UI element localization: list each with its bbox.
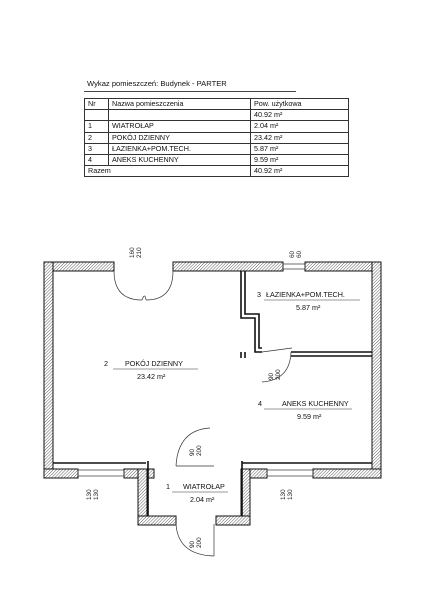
room-nr-cell: 1 [84,120,109,133]
summary-area-cell: 40.92 m² [250,165,349,178]
room-list-title: Wykaz pomieszczeń: Budynek - PARTER [87,79,227,88]
room-area: 2.04 m² [190,495,215,504]
room-name: WIATROŁAP [183,482,225,491]
room-number: 1 [166,482,170,491]
room-label-living: 2 POKÓJ DZIENNY 23.42 m² [104,359,198,381]
room-label-bathroom: 3 ŁAZIENKA+POM.TECH. 5.87 m² [257,290,360,312]
dim-window-top-2: 60 [296,250,303,258]
dim-window-top-1: 60 [289,250,296,258]
room-name: ANEKS KUCHENNY [282,399,349,408]
dim-door-vest-outer-2: 200 [196,537,203,548]
table-row: 4 ANEKS KUCHENNY 9.59 m² [84,153,349,167]
summary-row: Razem 40.92 m² [84,165,349,178]
room-area-cell: 5.87 m² [250,142,349,155]
door-vestibule-outer [175,523,215,557]
dim-window-right-2: 130 [287,489,294,500]
room-number: 4 [258,399,262,408]
door-bathroom [261,347,293,383]
table-header-row: Nr Nazwa pomieszczenia Pow. użytkowa [84,97,349,111]
dim-door-vest-outer-1: 90 [189,540,196,548]
dim-window-left-1: 130 [86,489,93,500]
dim-door-main-2: 210 [136,247,143,258]
exterior-walls [43,261,382,526]
dimension-labels: 160 210 60 60 90 200 90 200 90 200 130 1… [86,247,303,548]
table-row: 2 POKÓJ DZIENNY 23.42 m² [84,131,349,144]
room-label-kitchen: 4 ANEKS KUCHENNY 9.59 m² [258,399,352,421]
dim-window-right-1: 130 [280,489,287,500]
interior-walls [53,271,372,516]
room-area-cell: 23.42 m² [250,131,349,144]
table-row: 3 ŁAZIENKA+POM.TECH. 5.87 m² [84,142,349,155]
dim-window-left-2: 130 [93,489,100,500]
room-area: 9.59 m² [297,412,322,421]
summary-label-cell: Razem [84,165,251,178]
dim-door-vest-inner-2: 200 [196,445,203,456]
room-name: POKÓJ DZIENNY [125,359,183,368]
room-nr-cell: 3 [84,142,109,155]
dim-door-vest-inner-1: 90 [189,448,196,456]
room-area-cell: 2.04 m² [250,120,349,133]
dim-door-bath-1: 90 [268,372,275,380]
room-name-cell: ŁAZIENKA+POM.TECH. [108,142,251,155]
room-number: 2 [104,359,108,368]
room-name-cell: POKÓJ DZIENNY [108,131,251,144]
room-name-cell: WIATROŁAP [108,120,251,133]
room-label-vestibule: 1 WIATROŁAP 2.04 m² [166,482,228,504]
dim-door-bath-2: 200 [275,369,282,380]
room-number: 3 [257,290,261,299]
room-area: 23.42 m² [137,372,166,381]
door-main-entry [113,270,174,301]
room-area-cell: 9.59 m² [250,153,349,167]
door-vestibule-inner [175,427,214,467]
room-area: 5.87 m² [296,303,321,312]
window-openings [77,263,314,477]
dim-door-main-1: 160 [129,247,136,258]
room-name: ŁAZIENKA+POM.TECH. [266,290,345,299]
room-list-table: Nr Nazwa pomieszczenia Pow. użytkowa 40.… [84,97,349,178]
table-row: 1 WIATROŁAP 2.04 m² [84,120,349,133]
title-underline [84,91,296,92]
